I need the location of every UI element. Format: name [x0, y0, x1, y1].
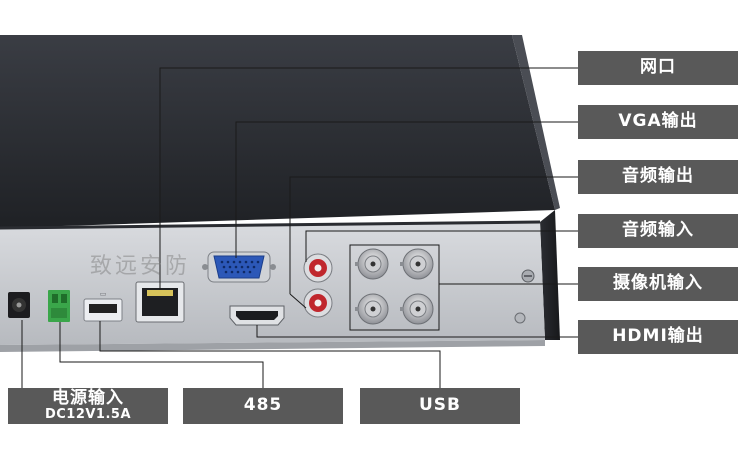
label-hdmi-out: HDMI输出 — [578, 320, 738, 354]
vga-port-icon — [202, 251, 276, 283]
screw-icon — [514, 312, 526, 324]
dc-power-jack-icon — [8, 292, 30, 318]
chassis-right-face — [540, 210, 560, 340]
label-usb: USB — [360, 388, 520, 424]
leader-line-vga — [235, 121, 578, 258]
chassis-top — [0, 35, 555, 228]
hdmi-port-icon — [229, 305, 285, 326]
rca-audio-in-icon — [303, 288, 333, 318]
label-audio-in: 音频输入 — [578, 214, 738, 248]
leader-line-audio-out — [289, 176, 578, 294]
leader-line-hdmi — [256, 325, 578, 338]
leader-lines — [21, 67, 578, 388]
label-power-spec-text: DC12V1.5A — [44, 407, 132, 423]
label-rs485-text: 485 — [243, 395, 283, 416]
label-power-in-text: 电源输入 — [52, 388, 124, 409]
rs485-terminal-icon — [48, 290, 70, 322]
watermark-text: 致远安防 — [90, 254, 191, 279]
label-network: 网口 — [578, 51, 738, 85]
label-rs485: 485 — [183, 388, 343, 424]
label-vga-out: VGA输出 — [578, 105, 738, 139]
leader-line-network — [159, 67, 578, 290]
leader-line-audio-in — [305, 230, 578, 262]
rca-audio-out-icon — [303, 253, 333, 283]
label-hdmi-out-text: HDMI输出 — [612, 326, 704, 347]
label-vga-out-text: VGA输出 — [618, 111, 698, 132]
bnc-camera-inputs-icon — [355, 248, 434, 325]
leader-line-usb — [99, 321, 441, 388]
bnc-bracket — [349, 244, 440, 331]
label-usb-text: USB — [418, 395, 461, 416]
label-camera-in: 摄像机输入 — [578, 267, 738, 301]
label-power-in: 电源输入 DC12V1.5A — [8, 388, 168, 424]
svg-text:▭: ▭ — [100, 290, 107, 298]
label-audio-out-text: 音频输出 — [622, 166, 694, 187]
label-camera-in-text: 摄像机输入 — [613, 273, 703, 294]
leader-line-485 — [59, 322, 264, 388]
label-network-text: 网口 — [640, 57, 676, 78]
label-audio-in-text: 音频输入 — [622, 220, 694, 241]
usb-port-icon: ▭ — [83, 290, 123, 322]
label-audio-out: 音频输出 — [578, 160, 738, 194]
